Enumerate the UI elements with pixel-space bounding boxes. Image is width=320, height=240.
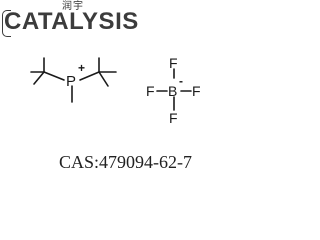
catalysis-logo: 润宇 CATALYSIS <box>0 0 220 44</box>
fluorine-atom-label-right: F <box>192 83 201 99</box>
bond-p-to-right-tbu <box>79 71 100 81</box>
structure-diagram: P + B - F F F F <box>30 55 201 126</box>
cas-number-caption: CAS:479094-62-7 <box>59 152 193 172</box>
logo-text: CATALYSIS <box>4 8 139 35</box>
fluorine-atom-label-left: F <box>146 83 155 99</box>
fluorine-atom-label-top: F <box>169 55 178 71</box>
phosphonium-cation <box>30 57 117 103</box>
logo-chinese-text: 润宇 <box>62 1 84 12</box>
tetrafluoroborate-anion <box>156 68 192 111</box>
cation-charge-label: + <box>78 61 85 75</box>
logo-bracket-mark <box>2 10 11 37</box>
fluorine-atom-label-bottom: F <box>169 110 178 126</box>
bond-right-tbu-methyl-down <box>98 71 109 87</box>
phosphorus-atom-label: P <box>66 73 76 90</box>
bond-left-tbu-to-p <box>43 71 65 81</box>
anion-charge-label: - <box>179 74 183 88</box>
bond-left-tbu-methyl-down <box>33 71 45 85</box>
boron-atom-label: B <box>168 83 177 99</box>
